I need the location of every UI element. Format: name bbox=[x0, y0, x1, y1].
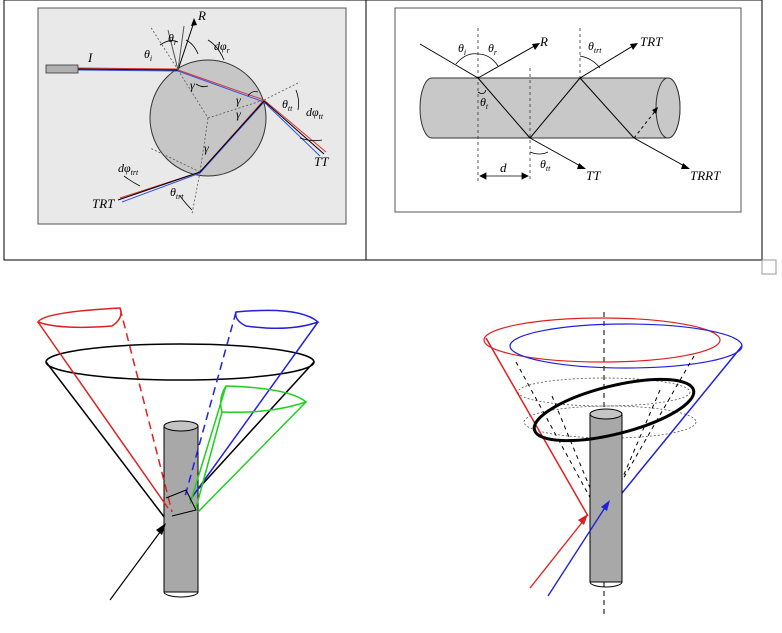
incident-ray bbox=[77, 67, 179, 72]
hair-cylinder-left bbox=[163, 420, 199, 598]
label-R: R bbox=[197, 8, 206, 23]
label-TRRT: TRRT bbox=[690, 168, 721, 183]
label-gamma-1: γ bbox=[190, 78, 195, 92]
dimension-d bbox=[479, 172, 529, 180]
label-I: I bbox=[87, 50, 93, 65]
incident-blue-arrowhead bbox=[601, 500, 610, 511]
label-TT-right: TT bbox=[586, 168, 601, 183]
label-theta-t-right: θt bbox=[480, 95, 489, 111]
label-theta-i: θi bbox=[144, 47, 152, 63]
label-TRT: TRT bbox=[92, 196, 115, 211]
light-source bbox=[45, 64, 79, 74]
label-theta-r-right: θr bbox=[488, 41, 498, 57]
label-theta-trt: θtrt bbox=[170, 185, 184, 201]
label-TT: TT bbox=[314, 154, 329, 169]
figure-bottom-left bbox=[36, 307, 320, 601]
red-cone bbox=[36, 307, 173, 513]
angle-arcs-right bbox=[455, 53, 601, 155]
figure-bottom-right bbox=[483, 312, 743, 614]
green-cone bbox=[189, 385, 308, 513]
label-TRT-right: TRT bbox=[640, 34, 663, 49]
incident-arrow-left bbox=[109, 527, 164, 601]
label-dphi-trt: dφtrt bbox=[118, 161, 139, 177]
black-cone-rim bbox=[45, 343, 315, 381]
TRT-rays bbox=[117, 171, 201, 203]
label-dphi-r: dφr bbox=[214, 39, 231, 55]
label-theta-tt: θtt bbox=[282, 97, 293, 113]
label-d: d bbox=[500, 160, 507, 175]
table-frame bbox=[3, 0, 763, 261]
label-theta-r: θr bbox=[168, 31, 178, 47]
bold-black-ring bbox=[532, 377, 696, 443]
incident-red-arrowhead bbox=[578, 514, 588, 525]
ray-paths bbox=[419, 43, 689, 169]
checkbox-marker bbox=[761, 259, 777, 275]
TT-rays bbox=[263, 99, 327, 157]
label-gamma-3: γ bbox=[236, 107, 241, 121]
incident-arrowhead-left bbox=[156, 523, 166, 535]
fiber-cylinder bbox=[419, 77, 681, 139]
reflected-ray-R bbox=[167, 21, 195, 71]
angle-arcs bbox=[123, 39, 323, 211]
ray-arrowheads bbox=[532, 43, 690, 169]
label-theta-tt-right: θtt bbox=[540, 157, 551, 173]
incident-blue-ray bbox=[547, 505, 607, 597]
label-theta-i-right: θi bbox=[458, 41, 466, 57]
red-cone-rim bbox=[483, 317, 721, 363]
label-theta-trt-right: θtrt bbox=[588, 39, 602, 55]
normals bbox=[149, 25, 301, 215]
label-dphi-tt: dφtt bbox=[306, 105, 324, 121]
R-arrowhead bbox=[191, 18, 197, 26]
internal-rays bbox=[177, 69, 265, 174]
label-gamma-4: γ bbox=[204, 141, 209, 155]
incident-red-ray bbox=[529, 519, 585, 589]
label-gamma-2: γ bbox=[236, 93, 241, 107]
panel-top-right: θi θr R θt θtrt TRT d θtt TT TRRT bbox=[394, 7, 742, 213]
label-R-right: R bbox=[539, 34, 548, 49]
hair-cylinder-right bbox=[589, 408, 623, 588]
panel-top-left: R I θi θr dφr γ γ γ γ θtt dφtt TT dφtrt … bbox=[37, 7, 347, 225]
